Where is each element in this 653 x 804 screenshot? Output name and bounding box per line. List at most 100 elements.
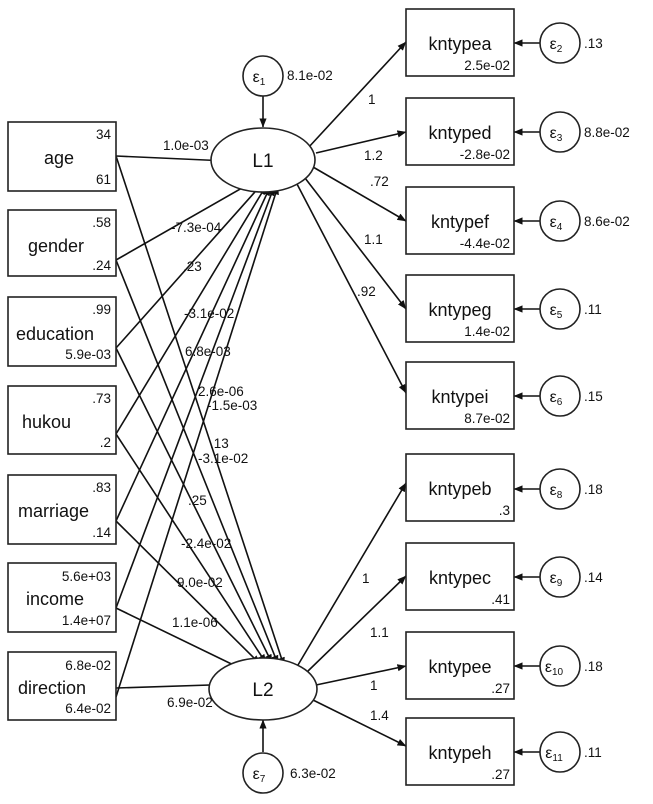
- predictor-box-gender: gender .58 .24: [7, 209, 117, 277]
- indicator-error-variance: .18: [584, 659, 603, 674]
- indicator-error-variance: .14: [584, 570, 603, 585]
- coef-gender-l1: -7.3e-04: [171, 220, 222, 235]
- path-coefficient-labels: 1.0e-03 -7.3e-04 .23 -3.1e-02 6.8e-03 2.…: [163, 138, 257, 710]
- predictor-box-marriage: marriage .83 .14: [7, 474, 117, 545]
- indicator-kntypeb: kntypeb .3 ε8 .18: [405, 453, 603, 522]
- latent-l1: L1: [210, 127, 316, 193]
- arrow-hukou-l1: [115, 185, 267, 435]
- arrow-marriage-l1: [115, 186, 271, 522]
- arrow-l1-kntypeg: [304, 177, 407, 310]
- loading-kntypeb: 1: [362, 571, 370, 586]
- indicator-intercept: -4.4e-02: [460, 236, 510, 251]
- indicator-label: kntypee: [428, 657, 491, 677]
- arrow-age-l2: [115, 155, 285, 667]
- predictor-mean: 6.8e-02: [65, 658, 111, 673]
- indicator-error-symbol: ε8: [550, 482, 563, 501]
- error-e7: ε7 6.3e-02: [242, 752, 336, 794]
- coef-hukou-l2: -2.4e-02: [181, 536, 231, 551]
- arrow-education-l2: [115, 347, 273, 664]
- predictor-variance: .2: [100, 435, 111, 450]
- arrow-hukou-l2: [115, 433, 267, 664]
- arrow-l1-kntypef: [312, 166, 407, 222]
- predictor-box-income: income 5.6e+03 1.4e+07: [7, 562, 117, 633]
- predictor-variance: 5.9e-03: [65, 347, 111, 362]
- loading-labels: 1 1.2 .72 1.1 .92 1 1.1 1 1.4: [357, 92, 389, 723]
- predictor-box-hukou: hukou .73 .2: [7, 385, 117, 455]
- indicator-intercept: 2.5e-02: [464, 58, 510, 73]
- predictor-variance: 6.4e-02: [65, 701, 111, 716]
- error-e7-variance: 6.3e-02: [290, 766, 336, 781]
- indicator-label: kntypea: [428, 34, 492, 54]
- indicator-intercept: -2.8e-02: [460, 147, 510, 162]
- indicator-label: kntypeg: [428, 300, 491, 320]
- loading-kntypec: 1.1: [370, 625, 389, 640]
- indicator-error-symbol: ε9: [550, 570, 563, 589]
- indicator-error-variance: .18: [584, 482, 603, 497]
- indicator-kntyped: kntyped -2.8e-02 ε3 8.8e-02: [405, 97, 630, 166]
- coef-age-l2: .13: [210, 436, 229, 451]
- indicator-label: kntypec: [429, 568, 491, 588]
- loading-kntypea: 1: [368, 92, 376, 107]
- predictor-box-education: education .99 5.9e-03: [7, 296, 117, 367]
- indicator-kntypeg: kntypeg 1.4e-02 ε5 .11: [405, 274, 602, 343]
- arrow-l2-kntypeb: [297, 482, 407, 666]
- indicator-error-symbol: ε11: [545, 745, 563, 764]
- error-paths: [259, 39, 540, 756]
- loading-paths: [296, 41, 407, 747]
- indicator-label: kntyped: [428, 123, 491, 143]
- predictor-mean: .99: [92, 302, 111, 317]
- indicator-error-variance: 8.6e-02: [584, 214, 630, 229]
- indicator-intercept: .41: [491, 592, 510, 607]
- predictor-box-direction: direction 6.8e-02 6.4e-02: [7, 651, 117, 721]
- loading-kntypef: .72: [370, 174, 389, 189]
- indicator-error-symbol: ε3: [550, 125, 563, 144]
- indicator-label: kntypei: [431, 387, 488, 407]
- indicator-error-symbol: ε2: [550, 36, 563, 55]
- error-e1-variance: 8.1e-02: [287, 68, 333, 83]
- indicator-error-variance: 8.8e-02: [584, 125, 630, 140]
- indicator-label: kntypeb: [428, 479, 491, 499]
- predictor-mean: 5.6e+03: [62, 569, 111, 584]
- indicator-kntypef: kntypef -4.4e-02 ε4 8.6e-02: [405, 186, 630, 255]
- coef-gender-l2: -3.1e-02: [198, 451, 248, 466]
- predictor-label: marriage: [18, 501, 89, 521]
- predictor-label: hukou: [22, 412, 71, 432]
- predictor-label: direction: [18, 678, 86, 698]
- indicator-error-symbol: ε6: [550, 389, 563, 408]
- arrow-l2-kntypee: [315, 664, 407, 686]
- coef-income-l1: 2.6e-06: [198, 384, 244, 399]
- indicator-label: kntypef: [431, 212, 490, 232]
- loading-kntyped: 1.2: [364, 148, 383, 163]
- predictor-variance: 61: [96, 172, 111, 187]
- arrow-income-l2: [115, 607, 249, 673]
- predictor-to-l2-paths: [115, 155, 285, 689]
- arrow-l1-kntyped: [315, 130, 407, 154]
- coef-education-l1: .23: [183, 259, 202, 274]
- loading-kntypeh: 1.4: [370, 708, 389, 723]
- indicator-intercept: 1.4e-02: [464, 324, 510, 339]
- coef-age-l1: 1.0e-03: [163, 138, 209, 153]
- coef-direction-l2: 6.9e-02: [167, 695, 213, 710]
- coef-marriage-l2: 9.0e-02: [177, 575, 223, 590]
- indicator-error-symbol: ε4: [550, 214, 563, 233]
- indicator-intercept: .3: [499, 503, 510, 518]
- arrow-marriage-l2: [115, 520, 261, 665]
- predictor-mean: .58: [92, 215, 111, 230]
- predictor-mean: .73: [92, 391, 111, 406]
- indicator-error-symbol: ε10: [545, 659, 564, 678]
- arrow-l1-kntypei: [296, 183, 407, 394]
- arrow-l2-kntypec: [307, 575, 407, 672]
- loading-kntypeg: 1.1: [364, 232, 383, 247]
- loading-kntypei: .92: [357, 284, 376, 299]
- indicator-error-variance: .11: [584, 302, 602, 317]
- arrow-l1-kntypea: [307, 41, 407, 149]
- predictor-box-age: age 34 61: [7, 121, 117, 192]
- predictor-mean: .83: [92, 480, 111, 495]
- predictor-mean: 34: [96, 127, 112, 142]
- coef-income-l2: 1.1e-06: [172, 615, 218, 630]
- predictor-label: gender: [28, 236, 84, 256]
- indicator-intercept: 8.7e-02: [464, 411, 510, 426]
- indicator-error-variance: .13: [584, 36, 603, 51]
- arrow-gender-l2: [115, 259, 279, 665]
